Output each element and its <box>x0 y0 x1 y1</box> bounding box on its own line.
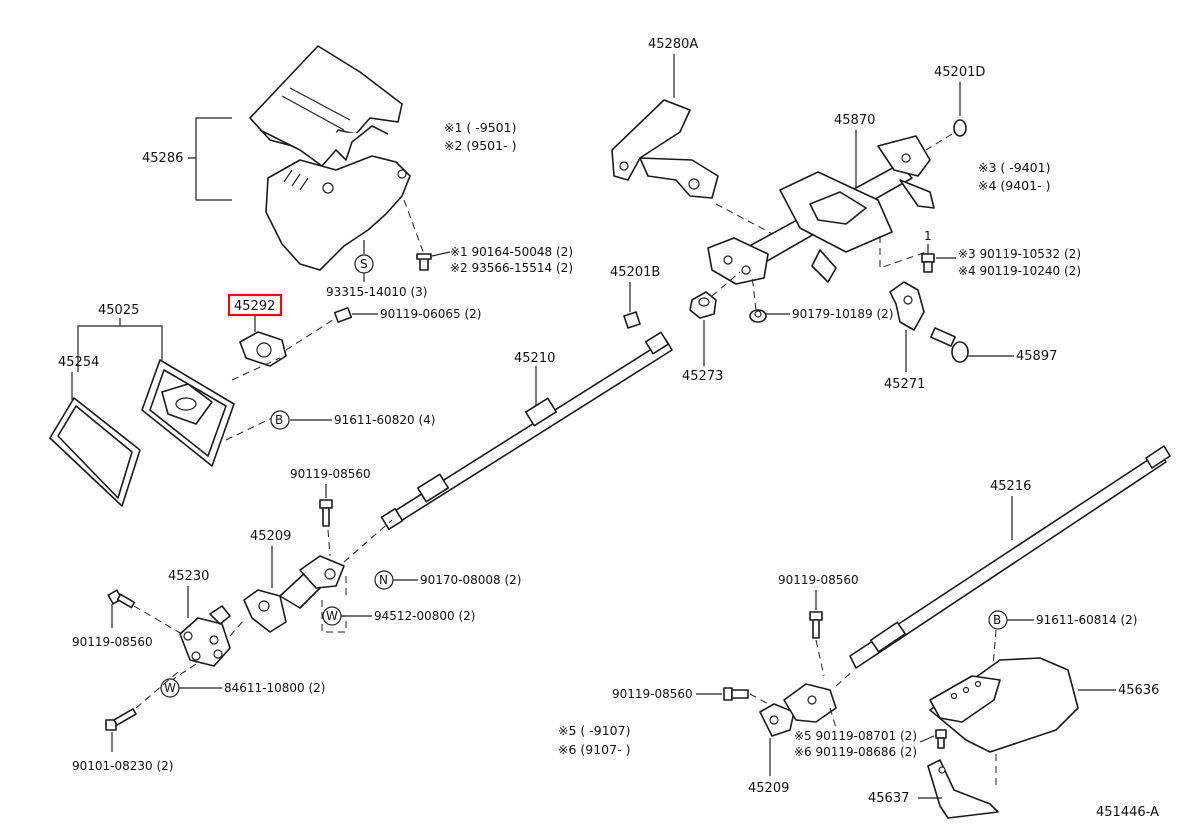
label-45897: 45897 <box>1016 349 1057 364</box>
fastener-90119-08560-b: 90119-08560 <box>72 635 153 649</box>
label-45201D: 45201D <box>934 65 985 80</box>
tilt-lever-45271[interactable] <box>889 281 925 331</box>
fastener-90119-08701: ※5 90119-08701 (2) <box>794 729 917 743</box>
universal-joint-45209-lower[interactable] <box>759 683 837 737</box>
bolt-icon <box>921 253 935 273</box>
note-3: ※3 ( -9401) <box>978 160 1050 175</box>
intermediate-shaft-45210[interactable] <box>380 331 673 530</box>
symbol-w-2: W <box>164 681 176 695</box>
fastener-90164-50048: ※1 90164-50048 (2) <box>450 245 573 259</box>
bushing-45273[interactable] <box>689 291 717 319</box>
washer-45201D[interactable] <box>953 119 967 137</box>
label-45210: 45210 <box>514 351 555 366</box>
fastener-90119-08686: ※6 90119-08686 (2) <box>794 745 917 759</box>
universal-joint-45209-upper[interactable] <box>243 555 345 633</box>
column-cover-lower[interactable] <box>265 155 411 271</box>
bolt-icon <box>935 729 947 749</box>
label-45201B: 45201B <box>610 265 660 280</box>
bolt-45897[interactable] <box>930 327 969 363</box>
column-hole-cover-45636[interactable] <box>929 657 1079 753</box>
note-4: ※4 (9401- ) <box>978 178 1050 193</box>
symbol-n: N <box>379 573 388 587</box>
fastener-90119-06065: 90119-06065 (2) <box>380 307 482 321</box>
label-45209-a: 45209 <box>250 529 291 544</box>
main-shaft-45216[interactable] <box>849 445 1171 669</box>
bracket-45637[interactable] <box>927 759 999 819</box>
label-45271: 45271 <box>884 377 925 392</box>
label-45025: 45025 <box>98 303 139 318</box>
label-45637: 45637 <box>868 791 909 806</box>
fastener-90119-08560-c: 90119-08560 <box>778 573 859 587</box>
symbol-w-1: W <box>326 609 338 623</box>
fastener-90170-08008: 90170-08008 (2) <box>420 573 522 587</box>
fastener-90119-10240: ※4 90119-10240 (2) <box>958 264 1081 278</box>
symbol-s: S <box>360 257 368 271</box>
bolt-icon <box>319 499 333 527</box>
gasket-45254[interactable] <box>49 397 141 507</box>
label-45230: 45230 <box>168 569 209 584</box>
fastener-93315-14010: 93315-14010 (3) <box>326 285 428 299</box>
label-45292: 45292 <box>234 299 275 314</box>
note-6: ※6 (9107- ) <box>558 742 630 757</box>
figure-id: 451446-A <box>1096 805 1159 820</box>
fastener-90179-10189: 90179-10189 (2) <box>792 307 894 321</box>
symbol-b-2: B <box>993 613 1001 627</box>
label-45636: 45636 <box>1118 683 1159 698</box>
label-45216: 45216 <box>990 479 1031 494</box>
note-5: ※5 ( -9107) <box>558 723 630 738</box>
bolt-icon <box>105 708 137 731</box>
fastener-90101-08230: 90101-08230 (2) <box>72 759 174 773</box>
label-45273: 45273 <box>682 369 723 384</box>
fastener-91611-60814: 91611-60814 (2) <box>1036 613 1138 627</box>
label-45870: 45870 <box>834 113 875 128</box>
fastener-90119-10532: ※3 90119-10532 (2) <box>958 247 1081 261</box>
column-hole-cover-45292[interactable] <box>239 331 287 367</box>
bolt-icon <box>809 611 823 639</box>
fastener-90119-08560-a: 90119-08560 <box>290 467 371 481</box>
screw-icon <box>416 253 432 271</box>
steering-column-45870[interactable] <box>707 135 935 285</box>
b-symbol-icon <box>270 410 290 430</box>
label-45254: 45254 <box>58 355 99 370</box>
bolt-icon <box>723 687 749 701</box>
label-45286: 45286 <box>142 151 183 166</box>
label-45209-b: 45209 <box>748 781 789 796</box>
hole-cover-plate-45025[interactable] <box>141 359 235 467</box>
label-45280A: 45280A <box>648 37 698 52</box>
bolt-icon <box>107 589 136 609</box>
bolt-icon <box>333 307 353 323</box>
symbol-b-1: B <box>275 413 283 427</box>
fastener-94512-00800: 94512-00800 (2) <box>374 609 476 623</box>
symbol-1: 1 <box>924 229 932 243</box>
note-1: ※1 ( -9501) <box>444 120 516 135</box>
fastener-90119-08560-d: 90119-08560 <box>612 687 693 701</box>
note-2: ※2 (9501- ) <box>444 138 516 153</box>
highlight-box-45292 <box>227 293 283 317</box>
column-cover-upper[interactable] <box>249 45 403 167</box>
nut-icon <box>749 309 767 323</box>
clip-45201B[interactable] <box>623 311 641 329</box>
coupling-45230[interactable] <box>179 605 231 667</box>
column-bracket-45280A[interactable] <box>611 99 719 199</box>
fastener-91611-60820: 91611-60820 (4) <box>334 413 436 427</box>
fastener-84611-10800: 84611-10800 (2) <box>224 681 326 695</box>
fastener-93566-15514: ※2 93566-15514 (2) <box>450 261 573 275</box>
